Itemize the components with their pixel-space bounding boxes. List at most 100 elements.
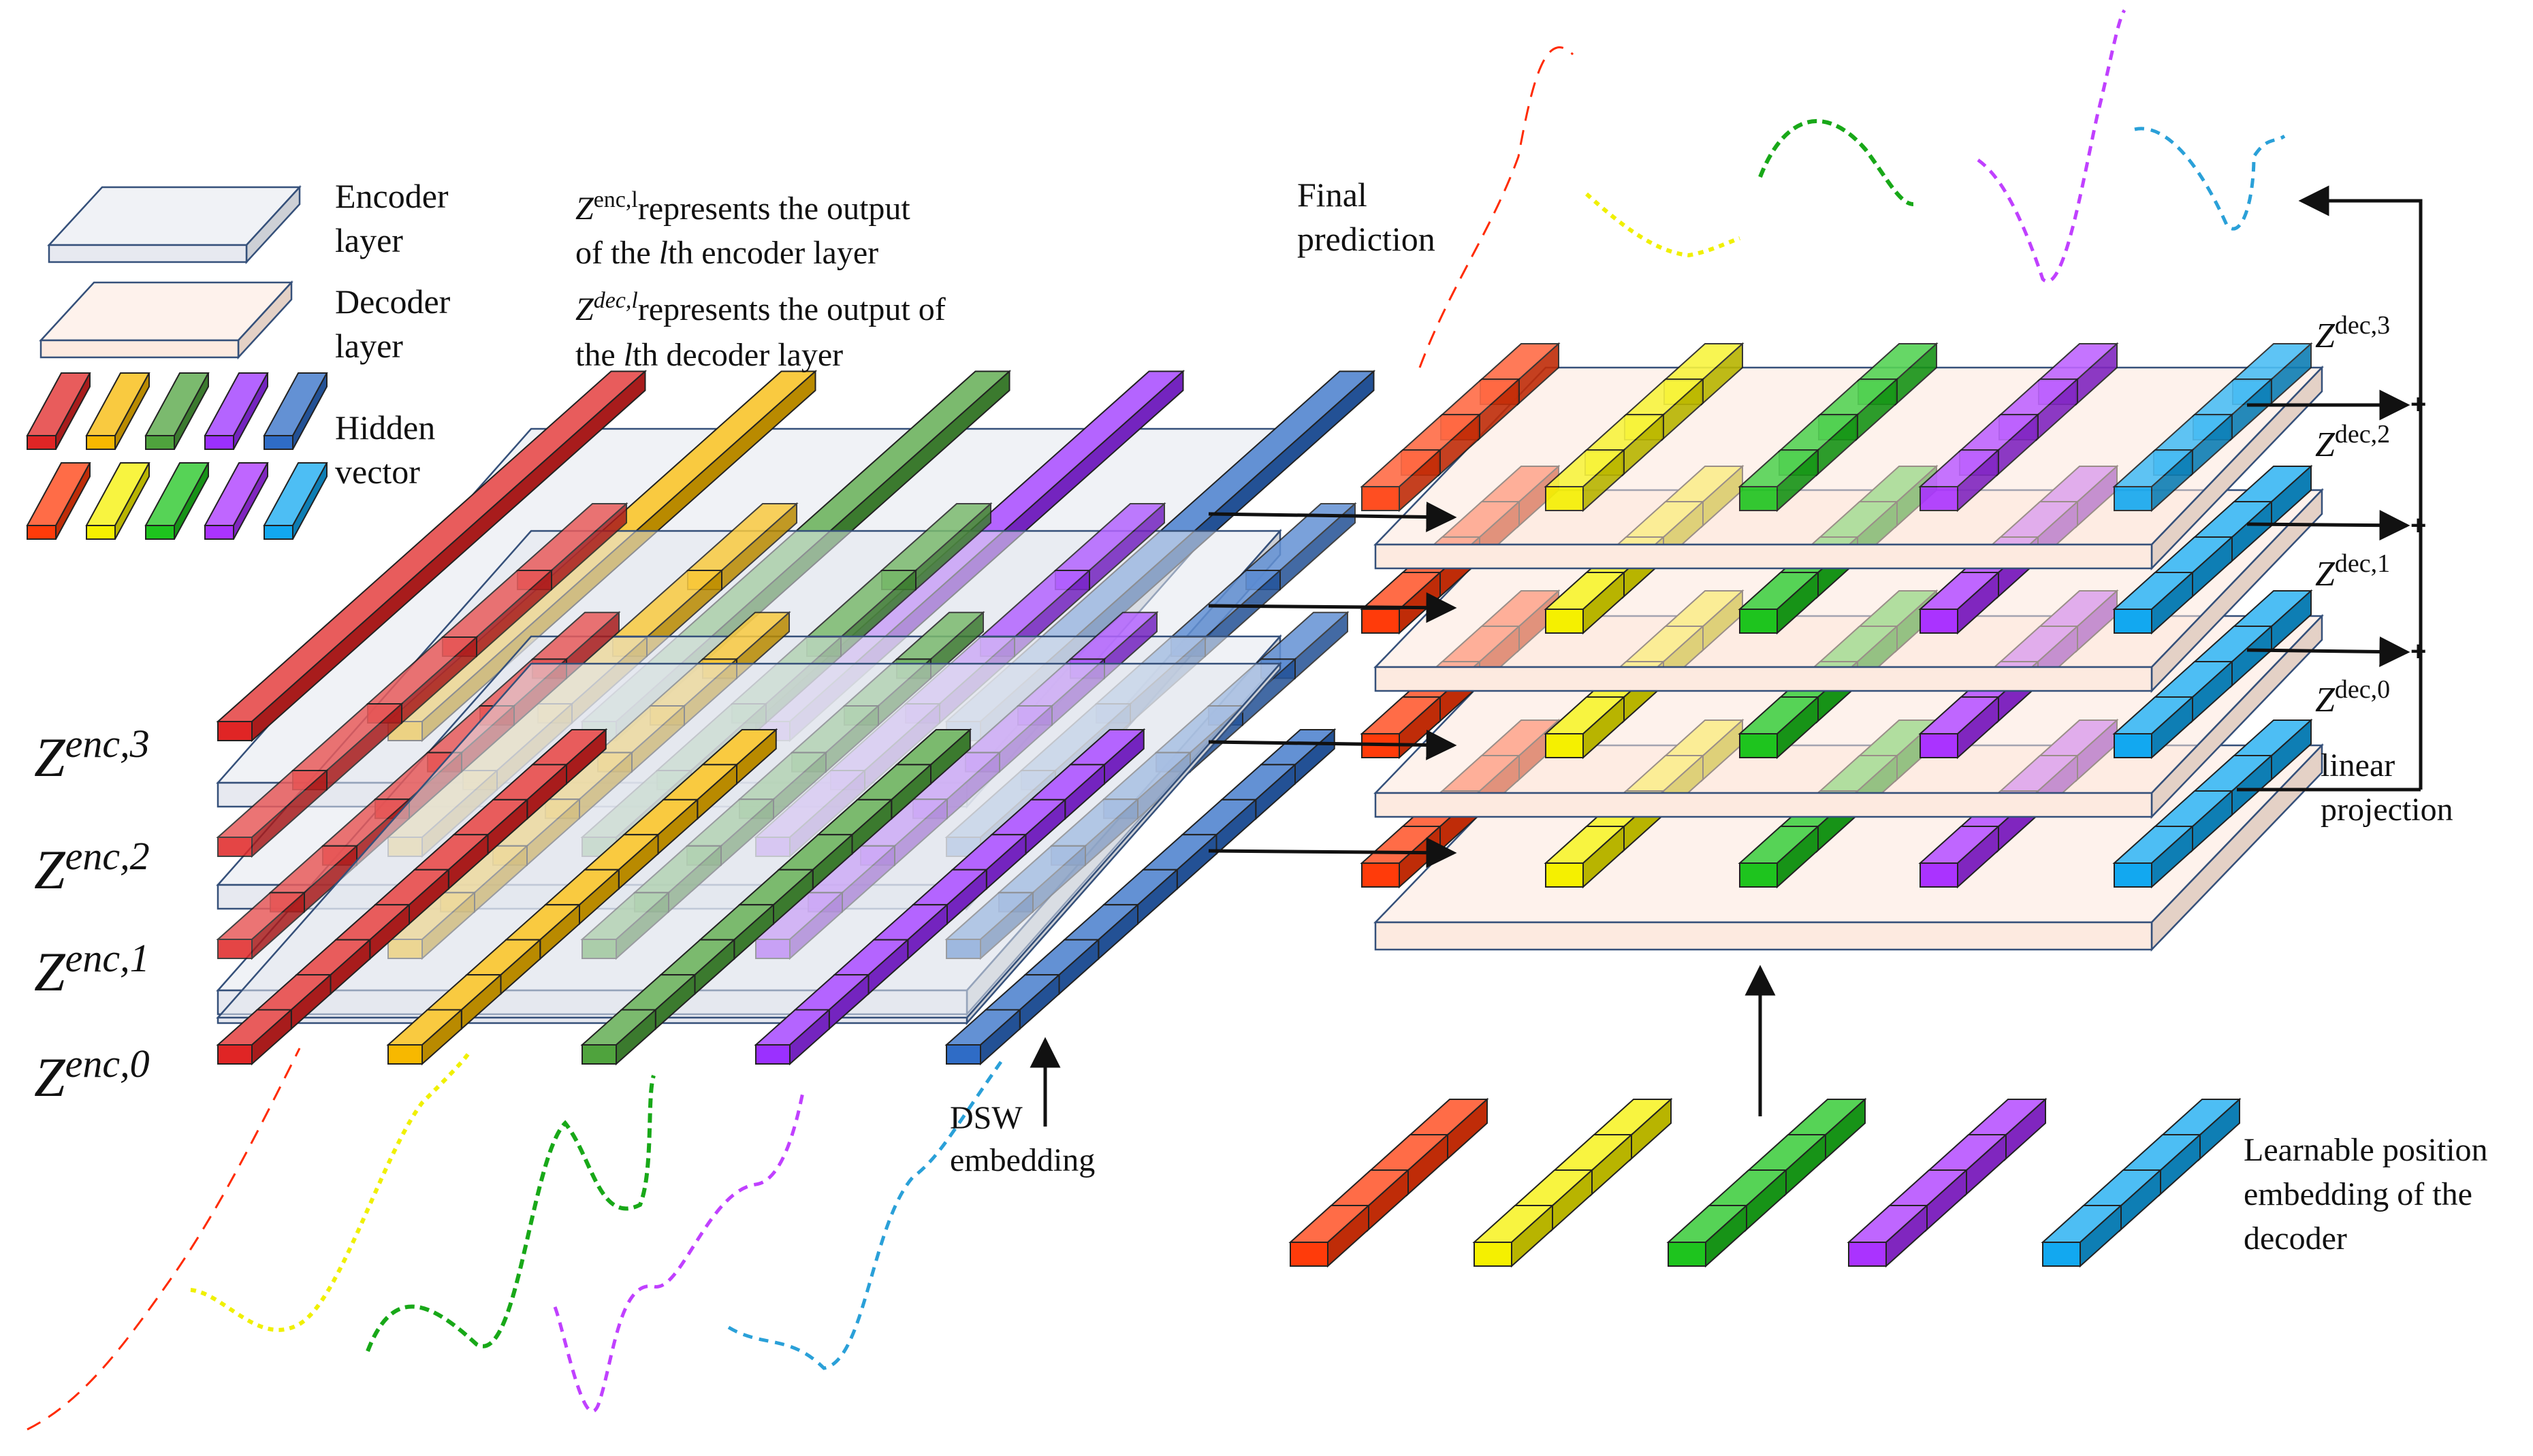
dec-vector-l0-c1-seg	[1544, 824, 1626, 889]
arrow-enc0-to-dec	[1208, 837, 1457, 869]
lpe-vector-0-seg	[1288, 1203, 1371, 1268]
enc-note-text-2-end: th encoder layer	[668, 235, 878, 271]
enc-vector-l2-c0	[216, 502, 628, 858]
enc-vector-l0-c1	[386, 728, 778, 1066]
decoder-label-0: Zdec,0	[2315, 675, 2390, 719]
legend-hidden-label-2: vector	[335, 453, 420, 491]
lpe-vector-4	[2041, 1097, 2242, 1268]
decoder-label-sup: dec,1	[2335, 549, 2390, 578]
legend-hidden-vector-dec-1	[85, 462, 150, 540]
dsw-embedding-label-2: embedding	[950, 1142, 1095, 1178]
legend-hidden-vector-dec-3	[204, 462, 269, 540]
series-curve-6	[1584, 192, 1740, 258]
legend-hidden-vector-dec-4	[263, 462, 328, 540]
proj-dec1	[2246, 636, 2410, 667]
encoder-label-sym: Z	[34, 941, 66, 1003]
arrow-enc1-to-dec	[1208, 729, 1457, 760]
enc-vector-l0-c0	[216, 728, 608, 1066]
final-prediction-label-2: prediction	[1297, 220, 1435, 258]
series-curve-1	[190, 1050, 472, 1332]
enc-note-text-1: represents the output	[638, 191, 911, 227]
sum-nodes: + + +	[2410, 389, 2426, 666]
encoder-label-sup: enc,3	[65, 722, 150, 766]
decoder-label-1: Zdec,1	[2315, 549, 2390, 594]
sum-node-2: +	[2410, 511, 2426, 540]
encoder-label-1: Zenc,1	[34, 936, 150, 1003]
connection-arrows	[1030, 185, 2423, 1127]
dec-vector-l3-c4-seg	[2112, 448, 2195, 513]
encoder-label-sym: Z	[34, 726, 66, 788]
legend-hidden-vector-enc-3	[204, 372, 269, 450]
dec-vector-l2-c4	[2112, 464, 2313, 635]
series-curve-7	[1758, 119, 1914, 206]
encoder-label-0: Zenc,0	[34, 1041, 150, 1108]
series-curve-2	[366, 1075, 656, 1353]
lpe-vector-3-seg	[1847, 1203, 1929, 1268]
dec-vector-l0-c2-seg	[1738, 824, 1820, 889]
enc-vector-l0-c0-seg	[216, 1008, 293, 1066]
lpe-label-2: embedding of the	[2244, 1176, 2472, 1212]
enc-vector-l1-c0-seg	[216, 891, 306, 960]
encoder-label-3: Zenc,3	[34, 722, 150, 788]
encoder-label-sym: Z	[34, 1046, 66, 1108]
dsw-embedding-label-1: DSW	[950, 1100, 1023, 1136]
legend-hidden-vector-enc-4	[263, 372, 328, 450]
dec-note-text-1: represents the output of	[638, 291, 946, 327]
decoder-label-sup: dec,3	[2335, 311, 2390, 340]
dec-vector-l2-c1-seg	[1544, 570, 1626, 635]
enc-vector-l3-c0	[216, 370, 648, 743]
encoder-stack	[216, 370, 1376, 1066]
dec-vector-l1-c1-seg	[1544, 695, 1626, 760]
legend-hidden-vector-dec-2	[144, 462, 210, 540]
legend	[26, 184, 328, 540]
decoder-note-line1: Zdec,lrepresents the output of	[575, 288, 946, 327]
decoder-label-sym: Z	[2315, 555, 2336, 594]
lpe-label-1: Learnable position	[2244, 1132, 2488, 1168]
dec-vector-l0-c3-seg	[1918, 824, 2001, 889]
sum-node-1: +	[2410, 636, 2426, 666]
enc-vector-l2-c0-seg	[216, 769, 329, 858]
dec-note-text-2-end: th decoder layer	[633, 337, 843, 373]
legend-decoder-layer-swatch	[39, 280, 293, 360]
legend-hidden-vector-enc-2	[144, 372, 210, 450]
encoder-label-2: Zenc,2	[34, 834, 150, 901]
legend-decoder-label-2: layer	[335, 327, 403, 365]
enc-note-sup: enc,l	[594, 187, 638, 212]
legend-hidden-vector-dec-0	[26, 462, 91, 540]
legend-hidden-vector-enc-0	[26, 372, 91, 450]
decoder-label-sym: Z	[2315, 425, 2336, 464]
decoder-stack	[1360, 342, 2324, 952]
legend-hidden-vector-enc-1	[85, 372, 150, 450]
encoder-note-line1: Zenc,lrepresents the output	[575, 187, 910, 227]
lpe-vector-2	[1666, 1097, 1867, 1268]
dec-vector-l0-c4	[2112, 718, 2313, 889]
lpe-vector-0	[1288, 1097, 1489, 1268]
legend-decoder-label-1: Decoder	[335, 282, 451, 321]
dec-vector-l2-c2-seg	[1738, 570, 1820, 635]
dec-note-text-2: the	[575, 337, 624, 373]
projection-sum-line	[2298, 185, 2423, 790]
dec-vector-l2-c4-seg	[2112, 570, 2195, 635]
encoder-note-line2: of the lth encoder layer	[575, 235, 878, 271]
series-curve-9	[2134, 127, 2286, 231]
lpe-label-3: decoder	[2244, 1220, 2347, 1257]
decoder-layer-3	[1360, 342, 2313, 513]
enc-note-l: l	[659, 235, 668, 271]
enc-vector-l0-c4	[944, 728, 1337, 1066]
dec-vector-l2-c3-seg	[1918, 570, 2001, 635]
legend-hidden-label-1: Hidden	[335, 408, 435, 447]
decoder-label-2: Zdec,2	[2315, 420, 2390, 464]
dec-vector-l1-c4-seg	[2112, 695, 2195, 760]
enc-note-sym: Z	[575, 191, 594, 227]
encoder-label-sup: enc,2	[65, 834, 150, 878]
dec-vector-l3-c3	[1918, 342, 2119, 513]
dec-vector-l3-c3-seg	[1918, 448, 2001, 513]
linear-projection-label-1: linear	[2321, 747, 2395, 783]
legend-encoder-label-2: layer	[335, 221, 403, 259]
enc-vector-l0-c1-seg	[386, 1008, 464, 1066]
legend-encoder-layer-swatch	[47, 184, 302, 265]
encoder-layer-0	[216, 728, 1337, 1066]
series-curve-5	[1418, 46, 1574, 368]
